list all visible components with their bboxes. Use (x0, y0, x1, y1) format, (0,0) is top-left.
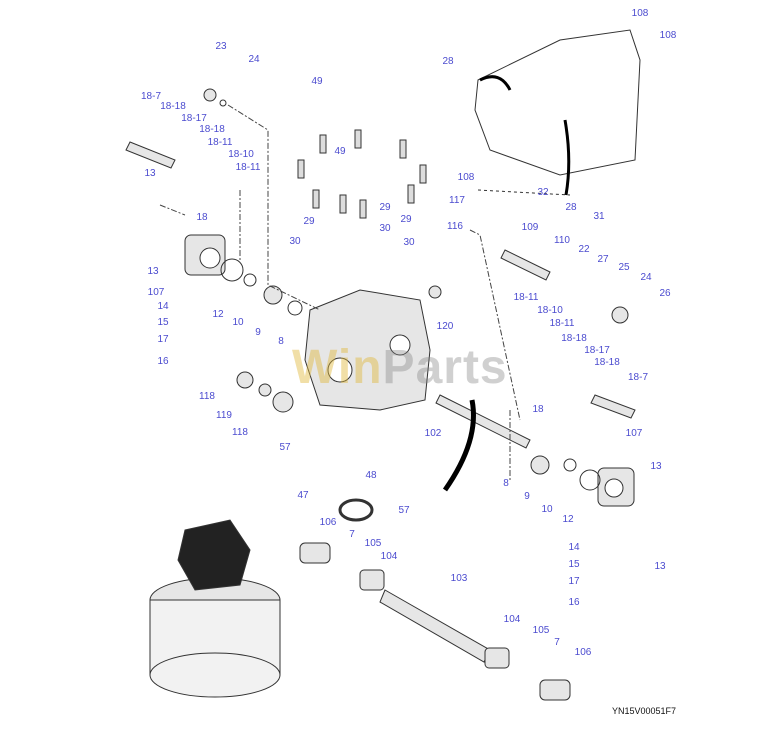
callout-105: 105 (364, 538, 382, 549)
callout-31: 31 (593, 211, 605, 222)
callout-26: 26 (659, 288, 671, 299)
callout-23: 23 (215, 41, 227, 52)
callout-12: 12 (212, 309, 224, 320)
callout-8: 8 (503, 478, 509, 489)
callout-13: 13 (147, 266, 159, 277)
callout-18: 18 (196, 212, 208, 223)
callout-14: 14 (568, 542, 580, 553)
callout-17: 17 (157, 334, 169, 345)
callout-105: 105 (532, 625, 550, 636)
callout-18-17: 18-17 (584, 345, 610, 356)
callout-106: 106 (574, 647, 592, 658)
callout-13: 13 (650, 461, 662, 472)
spool-102 (435, 394, 531, 449)
callout-8: 8 (278, 336, 284, 347)
callout-103: 103 (450, 573, 468, 584)
callout-18: 18 (532, 404, 544, 415)
watermark-part2: Parts (382, 341, 508, 394)
callout-109: 109 (521, 222, 539, 233)
callout-30: 30 (289, 236, 301, 247)
callout-15: 15 (157, 317, 169, 328)
spool-103 (379, 589, 491, 663)
callout-104: 104 (380, 551, 398, 562)
callout-18-17: 18-17 (181, 113, 207, 124)
callout-18-11: 18-11 (235, 162, 261, 173)
callout-120: 120 (436, 321, 454, 332)
callout-48: 48 (365, 470, 377, 481)
callout-18-18: 18-18 (594, 357, 620, 368)
callout-30: 30 (403, 237, 415, 248)
callout-7: 7 (349, 529, 355, 540)
callout-18-11: 18-11 (207, 137, 233, 148)
callout-14: 14 (157, 301, 169, 312)
callout-32: 32 (537, 187, 549, 198)
callout-29: 29 (379, 202, 391, 213)
callout-18-10: 18-10 (228, 149, 254, 160)
callout-107: 107 (147, 287, 165, 298)
watermark: WinParts (292, 340, 508, 395)
callout-18-7: 18-7 (627, 372, 649, 383)
callout-57: 57 (279, 442, 291, 453)
callout-104: 104 (503, 614, 521, 625)
callout-18-11: 18-11 (513, 292, 539, 303)
callout-16: 16 (568, 597, 580, 608)
motor-assembly-image (149, 519, 281, 698)
callout-9: 9 (524, 491, 530, 502)
callout-117: 117 (449, 195, 465, 206)
callout-7: 7 (554, 637, 560, 648)
callout-108: 108 (659, 30, 677, 41)
callout-30: 30 (379, 223, 391, 234)
callout-9: 9 (255, 327, 261, 338)
callout-47: 47 (297, 490, 309, 501)
callout-13: 13 (654, 561, 666, 572)
callout-18-10: 18-10 (537, 305, 563, 316)
housing-outline (474, 29, 641, 176)
callout-18-18: 18-18 (561, 333, 587, 344)
spool-109 (500, 249, 551, 281)
callout-102: 102 (424, 428, 442, 439)
callout-107: 107 (625, 428, 643, 439)
callout-18-11: 18-11 (549, 318, 575, 329)
callout-108: 108 (631, 8, 649, 19)
callout-119: 119 (216, 410, 232, 421)
callout-118: 118 (232, 427, 248, 438)
callout-18-18: 18-18 (199, 124, 225, 135)
callout-57: 57 (398, 505, 410, 516)
callout-28: 28 (442, 56, 454, 67)
callout-24: 24 (248, 54, 260, 65)
callout-25: 25 (618, 262, 630, 273)
callout-29: 29 (303, 216, 315, 227)
callout-108: 108 (457, 172, 475, 183)
callout-118: 118 (199, 391, 215, 402)
callout-17: 17 (568, 576, 580, 587)
callout-106: 106 (319, 517, 337, 528)
callout-28: 28 (565, 202, 577, 213)
callout-16: 16 (157, 356, 169, 367)
callout-22: 22 (578, 244, 590, 255)
callout-110: 110 (554, 235, 570, 246)
callout-18-18: 18-18 (160, 101, 186, 112)
callout-10: 10 (232, 317, 244, 328)
callout-18-7: 18-7 (140, 91, 162, 102)
callout-29: 29 (400, 214, 412, 225)
callout-10: 10 (541, 504, 553, 515)
callout-12: 12 (562, 514, 574, 525)
callout-13: 13 (144, 168, 156, 179)
callout-27: 27 (597, 254, 609, 265)
drawing-code: YN15V00051F7 (612, 706, 677, 716)
callout-49: 49 (334, 146, 346, 157)
watermark-part1: Win (292, 341, 383, 394)
callout-116: 116 (447, 221, 463, 232)
callout-49: 49 (311, 76, 323, 87)
callout-24: 24 (640, 272, 652, 283)
callout-15: 15 (568, 559, 580, 570)
